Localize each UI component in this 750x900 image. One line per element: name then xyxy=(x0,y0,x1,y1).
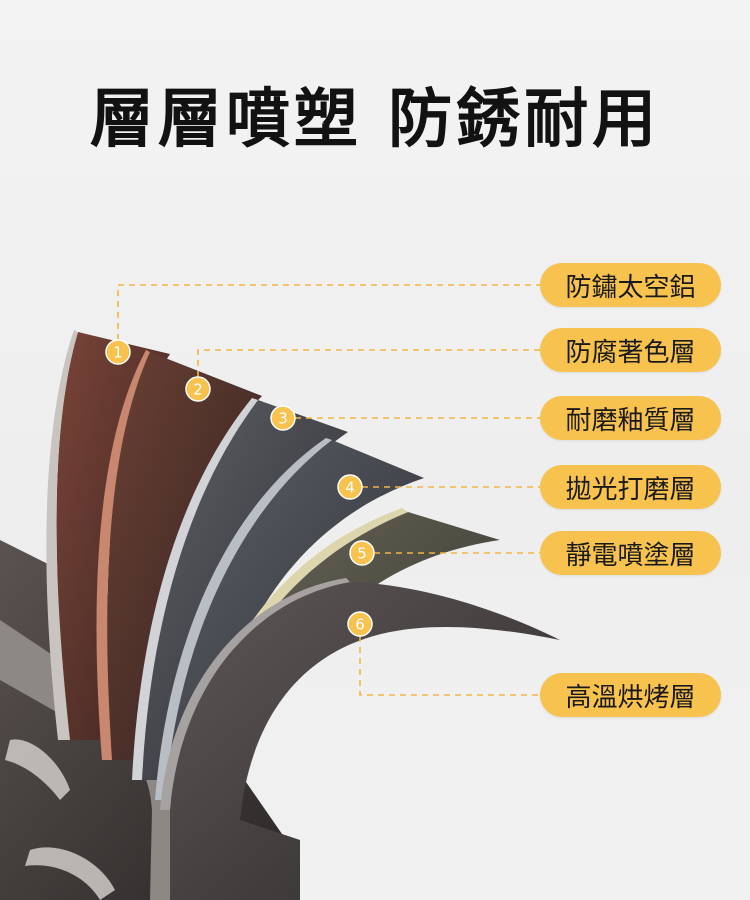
badge-3: 3 xyxy=(270,405,296,431)
connector-2 xyxy=(197,349,540,377)
badge-1-number: 1 xyxy=(113,344,123,362)
layer-3-label: 耐磨釉質層 xyxy=(540,396,721,440)
layer-4-label: 拋光打磨層 xyxy=(540,465,721,509)
connector-6 xyxy=(359,636,540,696)
layer-2-label: 防腐著色層 xyxy=(540,328,721,372)
badge-4-number: 4 xyxy=(345,479,355,497)
layer-6-label: 高溫烘烤層 xyxy=(540,673,721,717)
badge-3-number: 3 xyxy=(278,410,288,428)
badge-2-number: 2 xyxy=(193,381,203,399)
badge-5-number: 5 xyxy=(357,545,367,563)
badge-2: 2 xyxy=(185,376,211,402)
connector-1 xyxy=(117,284,540,340)
badge-1: 1 xyxy=(105,339,131,365)
badge-6: 6 xyxy=(347,611,373,637)
layer-5-label: 靜電噴塗層 xyxy=(540,531,721,575)
badge-4: 4 xyxy=(337,474,363,500)
connector-lines xyxy=(117,284,540,696)
layer-1-label: 防鏽太空鋁 xyxy=(540,263,721,307)
badge-6-number: 6 xyxy=(355,616,365,634)
layer-6-shape xyxy=(160,578,560,900)
page-title: 層層噴塑 防銹耐用 xyxy=(89,83,661,157)
layer-1-shape xyxy=(46,330,171,740)
badge-5: 5 xyxy=(349,540,375,566)
